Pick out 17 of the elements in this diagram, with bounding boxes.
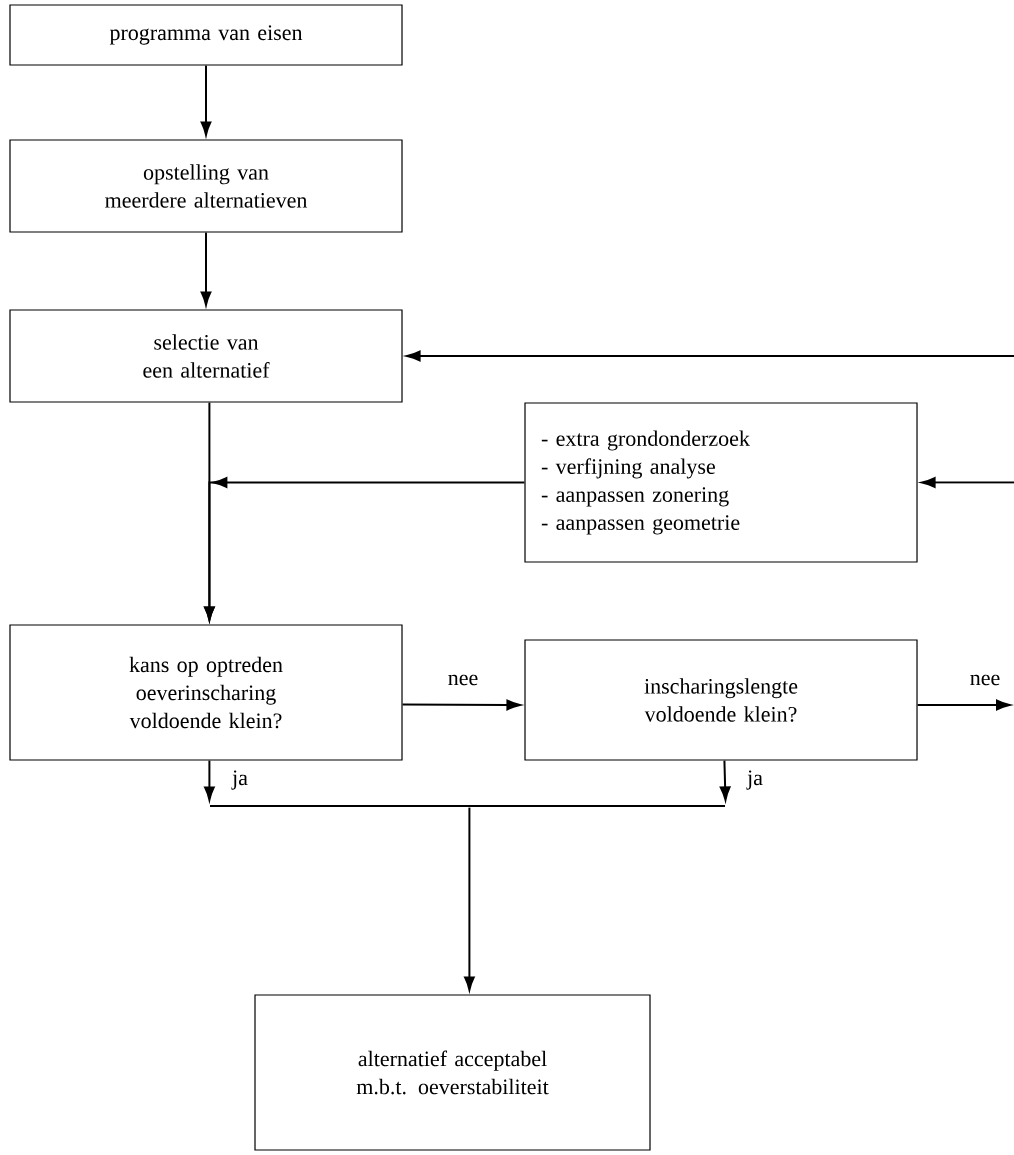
edge-label: ja: [746, 769, 764, 791]
process-box: selectie van een alternatief: [9, 309, 403, 403]
arrow: [916, 699, 1011, 711]
arrow: [200, 231, 212, 306]
result-box: alternatief acceptabel m.b.t. oeverstabiliteit: [254, 994, 651, 1151]
decision-box: kans op optreden oeverinscharing voldoende klein?: [9, 624, 403, 761]
edge-label: nee: [446, 673, 480, 687]
decision-box: inscharingslengte voldoende klein?: [524, 639, 918, 761]
process-box: opstelling van meerdere alternatieven: [9, 139, 403, 233]
junction-line: [210, 805, 725, 807]
edge-label: ja: [231, 769, 249, 791]
arrow: [401, 699, 521, 711]
process-box: programma van eisen: [9, 4, 403, 66]
edge-label: nee: [968, 673, 1002, 687]
arrow: [200, 64, 212, 136]
arrow: [406, 350, 1014, 362]
action-list-box: - extra grondonderzoek - verfijning analyse - aanpassen zonering - aanpassen geometrie: [524, 402, 918, 563]
